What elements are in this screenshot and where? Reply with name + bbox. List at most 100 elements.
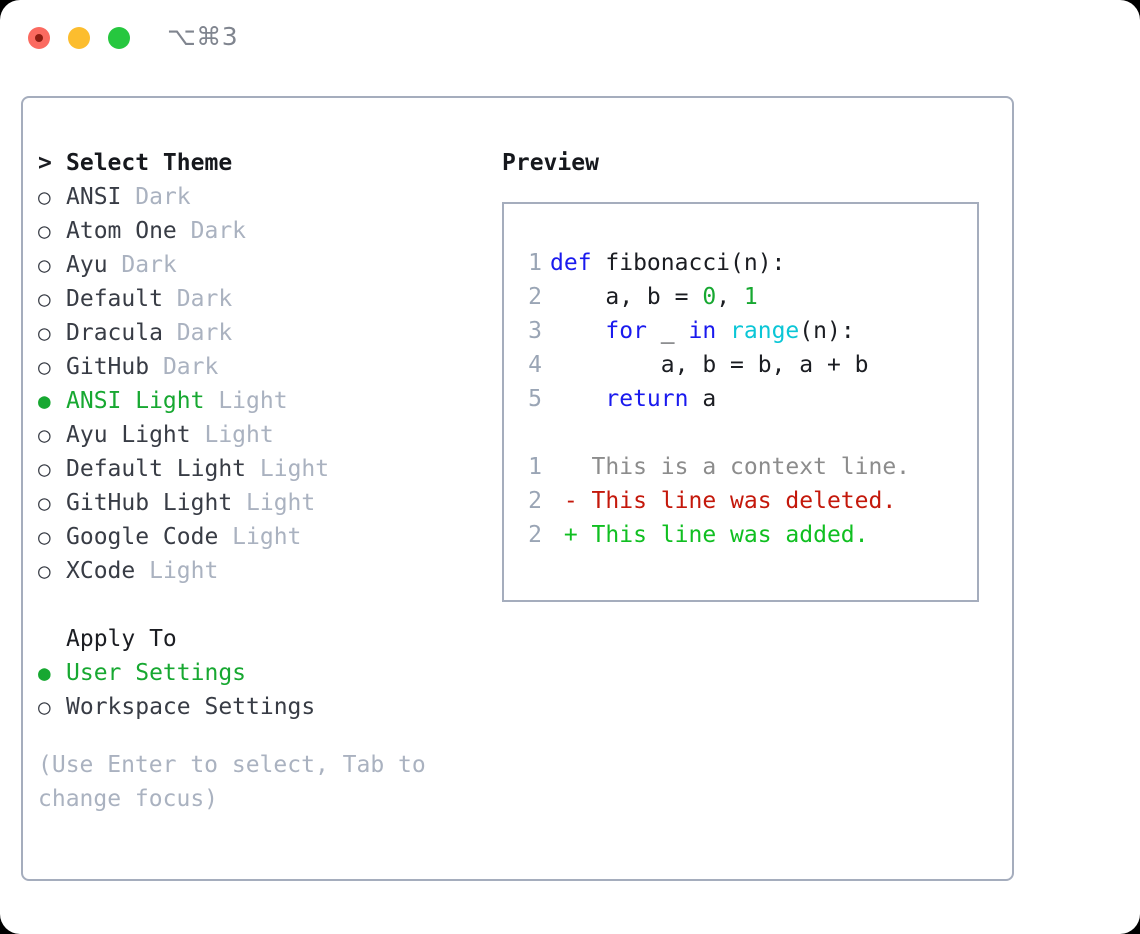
diff-text: This is a context line.: [550, 454, 911, 480]
theme-list-item[interactable]: ○ GitHub Light Light: [38, 486, 478, 520]
apply-to-item[interactable]: ● User Settings: [38, 656, 478, 690]
line-number: 1: [528, 454, 542, 480]
theme-list-item[interactable]: ○Ayu Light Light: [38, 418, 478, 452]
apply-to-label: User Settings: [66, 660, 247, 686]
radio-selected-icon: ●: [38, 389, 51, 413]
theme-variant-label: Light: [259, 456, 330, 482]
diff-text: - This line was deleted.: [550, 488, 897, 514]
select-theme-header: > Select Theme: [38, 146, 478, 180]
theme-list-item[interactable]: ● ANSI Light Light: [38, 384, 478, 418]
theme-name-label: XCode: [66, 558, 150, 584]
radio-unselected-icon: ○: [38, 253, 51, 277]
line-number: 2: [528, 522, 542, 548]
code-token: [550, 318, 605, 344]
theme-list-item[interactable]: ○ GitHub Dark: [38, 350, 478, 384]
theme-variant-label: Dark: [162, 354, 219, 380]
theme-name-label: ANSI Light: [66, 388, 219, 414]
radio-unselected-icon: ○: [38, 355, 51, 379]
line-number: 1: [528, 250, 542, 276]
code-token: 0: [702, 284, 717, 310]
theme-variant-label: Light: [246, 490, 316, 516]
diff-text: + This line was added.: [550, 522, 869, 548]
theme-list-item[interactable]: ○Atom One Dark: [38, 214, 478, 248]
theme-name-label: Atom One: [66, 218, 191, 244]
apply-to-header-label: Apply To: [66, 626, 177, 652]
theme-name-label: ANSI: [66, 184, 136, 210]
theme-variant-label: Dark: [190, 218, 247, 244]
radio-unselected-icon: ○: [38, 423, 51, 447]
apply-to-item[interactable]: ○ Workspace Settings: [38, 690, 478, 724]
code-token: _: [646, 318, 689, 344]
code-token: return: [605, 386, 689, 412]
radio-unselected-icon: ○: [38, 525, 51, 549]
select-theme-header-label: Select Theme: [66, 150, 233, 176]
theme-variant-label: Light: [149, 558, 219, 584]
theme-name-label: GitHub Light: [66, 490, 247, 516]
theme-name-label: Default: [66, 286, 177, 312]
theme-list-item[interactable]: ○ANSI Dark: [38, 180, 478, 214]
code-token: range: [730, 318, 800, 344]
line-number: 2: [528, 488, 542, 514]
code-token: a: [688, 386, 717, 412]
diff-sample: 1 This is a context line.2 - This line w…: [504, 450, 977, 552]
code-token: ,: [716, 284, 744, 310]
code-token: [716, 318, 730, 344]
diff-line: 2 - This line was deleted.: [504, 484, 977, 518]
caret-icon: >: [38, 150, 52, 176]
keyboard-shortcut-label: ⌥⌘3: [167, 22, 239, 51]
theme-name-label: GitHub: [66, 354, 163, 380]
apply-to-list: ● User Settings ○ Workspace Settings: [38, 656, 478, 724]
theme-list: ○ANSI Dark○Atom One Dark○Ayu Dark○Defaul…: [38, 180, 478, 588]
code-token: (n):: [799, 318, 855, 344]
code-token: for: [605, 318, 647, 344]
maximize-window-button[interactable]: [108, 27, 130, 49]
main-panel: >Select Theme ○ANSI Dark○Atom One Dark○A…: [21, 96, 1014, 881]
code-token: [550, 386, 605, 412]
apply-to-header: Apply To: [38, 622, 478, 656]
theme-variant-label: Light: [218, 388, 288, 414]
code-token: fibonacci(n):: [591, 250, 786, 276]
theme-variant-label: Light: [204, 422, 274, 448]
line-number: 3: [528, 318, 542, 344]
close-window-button[interactable]: [28, 27, 50, 49]
theme-variant-label: Dark: [121, 252, 177, 278]
code-line: 2 a, b = 0, 1: [504, 280, 977, 314]
radio-selected-icon: ●: [38, 661, 51, 685]
code-line: 3 for _ in range(n):: [504, 314, 977, 348]
list-spacer: [38, 588, 478, 622]
line-number: 4: [528, 352, 542, 378]
theme-list-item[interactable]: ○ XCode Light: [38, 554, 478, 588]
theme-list-item[interactable]: ○Default Light Light: [38, 452, 478, 486]
radio-unselected-icon: ○: [38, 491, 51, 515]
theme-variant-label: Dark: [176, 320, 233, 346]
code-line: 5 return a: [504, 382, 977, 416]
theme-list-item[interactable]: ○Ayu Dark: [38, 248, 478, 282]
theme-variant-label: Dark: [135, 184, 191, 210]
theme-variant-label: Dark: [176, 286, 233, 312]
minimize-window-button[interactable]: [68, 27, 90, 49]
code-line: 1 def fibonacci(n):: [504, 246, 977, 280]
theme-list-item[interactable]: ○Google Code Light: [38, 520, 478, 554]
theme-name-label: Default Light: [66, 456, 260, 482]
theme-list-item[interactable]: ○ Dracula Dark: [38, 316, 478, 350]
radio-unselected-icon: ○: [38, 695, 51, 719]
preview-title: Preview: [502, 150, 599, 176]
diff-line: 1 This is a context line.: [504, 450, 977, 484]
title-bar: ⌥⌘3: [0, 0, 1140, 78]
keyboard-hint: (Use Enter to select, Tab to change focu…: [38, 752, 426, 812]
code-token: 1: [743, 284, 758, 310]
apply-to-label: Workspace Settings: [66, 694, 316, 720]
radio-unselected-icon: ○: [38, 559, 51, 583]
theme-variant-label: Light: [232, 524, 302, 550]
code-token: def: [550, 250, 592, 276]
line-number: 2: [528, 284, 542, 310]
theme-selector-column: >Select Theme ○ANSI Dark○Atom One Dark○A…: [38, 146, 478, 816]
theme-list-item[interactable]: ○Default Dark: [38, 282, 478, 316]
radio-unselected-icon: ○: [38, 321, 51, 345]
theme-name-label: Dracula: [66, 320, 177, 346]
diff-line: 2 + This line was added.: [504, 518, 977, 552]
code-line: 4 a, b = b, a + b: [504, 348, 977, 382]
